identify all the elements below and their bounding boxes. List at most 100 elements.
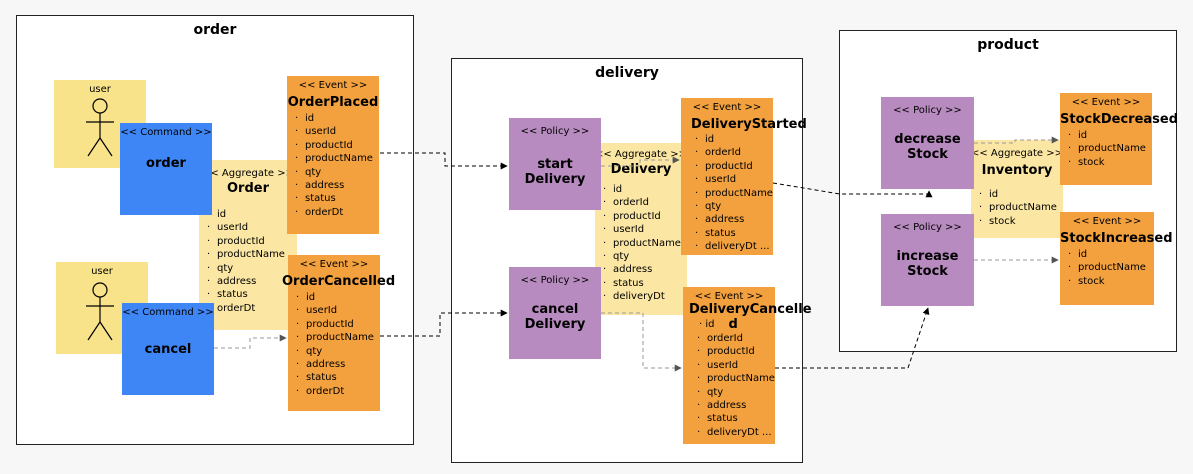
event-attributes: idorderIdproductIduserIdproductNameqtyad… bbox=[681, 133, 773, 254]
order-context-title: order bbox=[193, 22, 237, 38]
delivery-context-title: delivery bbox=[595, 65, 659, 81]
attribute-item: id bbox=[695, 133, 773, 146]
command-name: cancel bbox=[144, 342, 192, 357]
attribute-item: productId bbox=[207, 235, 297, 248]
event-stereotype: << Event >> bbox=[694, 291, 764, 302]
policy-name: decrease Stock bbox=[894, 132, 961, 162]
attribute-item: address bbox=[695, 213, 773, 226]
attribute-item: userId bbox=[207, 221, 297, 234]
attribute-item: qty bbox=[697, 386, 775, 399]
order-placed-event-sticky[interactable]: << Event >> OrderPlaced iduserIdproductI… bbox=[287, 76, 379, 234]
event-attributes: iduserIdproductIdproductNameqtyaddressst… bbox=[288, 291, 380, 398]
attribute-item: productId bbox=[697, 345, 775, 358]
stock-increased-event-sticky[interactable]: << Event >> StockIncreased idproductName… bbox=[1060, 212, 1173, 305]
policy-stereotype: << Policy >> bbox=[893, 222, 962, 233]
attribute-item: address bbox=[697, 399, 775, 412]
connector-cancel-delivery-to-deliverycancelled bbox=[601, 312, 682, 372]
attribute-item: qty bbox=[603, 250, 687, 263]
event-name: OrderPlaced bbox=[287, 95, 379, 110]
attribute-item: stock bbox=[1068, 156, 1152, 169]
policy-name: increase Stock bbox=[896, 249, 959, 279]
attribute-item: userId bbox=[603, 223, 687, 236]
order-cancelled-event-sticky[interactable]: << Event >> OrderCancelled iduserIdprodu… bbox=[282, 255, 395, 411]
attribute-item: productName bbox=[295, 152, 379, 165]
attribute-item: productName bbox=[207, 248, 297, 261]
policy-name: start Delivery bbox=[524, 157, 586, 187]
event-attributes: idproductNamestock bbox=[1060, 129, 1152, 169]
attribute-item: productId bbox=[695, 160, 773, 173]
attribute-item: address bbox=[296, 358, 380, 371]
inventory-aggregate-sticky[interactable]: << Aggregate >> Inventory idproductNames… bbox=[971, 140, 1063, 238]
user-label: user bbox=[89, 84, 111, 95]
attribute-item: qty bbox=[695, 200, 773, 213]
user-actor-icon bbox=[86, 98, 114, 157]
attribute-item: status bbox=[207, 288, 297, 301]
attribute-item: status bbox=[695, 227, 773, 240]
event-stereotype: << Event >> bbox=[1072, 216, 1142, 227]
user-actor-icon bbox=[86, 282, 114, 341]
event-name: OrderCancelled bbox=[282, 274, 396, 289]
start-delivery-policy-sticky[interactable]: << Policy >> start Delivery bbox=[509, 118, 601, 210]
event-stereotype: << Event >> bbox=[1071, 97, 1141, 108]
attribute-item: status bbox=[697, 412, 775, 425]
event-attributes: orderIdproductIduserIdproductNameqtyaddr… bbox=[683, 332, 775, 439]
aggregate-name: Order bbox=[227, 181, 269, 196]
attribute-item: deliveryDt ... bbox=[697, 426, 775, 439]
attribute-item: productName bbox=[1068, 261, 1154, 274]
order-command-sticky[interactable]: << Command >> order bbox=[120, 123, 212, 215]
order-aggregate-sticky[interactable]: << Aggregate >> Order iduserIdproductIdp… bbox=[199, 160, 297, 330]
attribute-item: deliveryDt bbox=[603, 290, 687, 303]
event-attributes: idproductNamestock bbox=[1060, 248, 1154, 288]
event-name: StockIncreased bbox=[1060, 231, 1173, 246]
cancel-delivery-policy-sticky[interactable]: << Policy >> cancel Delivery bbox=[509, 267, 601, 359]
product-context-title: product bbox=[977, 37, 1039, 53]
attribute-item: productName bbox=[695, 187, 773, 200]
policy-name: cancel Delivery bbox=[524, 302, 586, 332]
connector-start-delivery-to-deliverystarted bbox=[601, 156, 680, 167]
attribute-item: userId bbox=[695, 173, 773, 186]
event-name-line-2: d bbox=[728, 317, 738, 332]
attribute-item: orderDt bbox=[295, 206, 379, 219]
attribute-item: id bbox=[603, 183, 687, 196]
attribute-item: stock bbox=[979, 215, 1063, 228]
delivery-aggregate-sticky[interactable]: << Aggregate >> Delivery idorderIdproduc… bbox=[595, 143, 687, 315]
event-name: StockDecreased bbox=[1060, 112, 1179, 127]
cancel-command-sticky[interactable]: << Command >> cancel bbox=[122, 303, 214, 395]
attribute-item: stock bbox=[1068, 275, 1154, 288]
attribute-item: qty bbox=[207, 262, 297, 275]
delivery-cancelled-event-sticky[interactable]: << Event >> DeliveryCancelle · id d orde… bbox=[683, 287, 812, 444]
attribute-item: id bbox=[296, 291, 380, 304]
decrease-stock-policy-sticky[interactable]: << Policy >> decrease Stock bbox=[881, 97, 974, 189]
stock-decreased-event-sticky[interactable]: << Event >> StockDecreased idproductName… bbox=[1060, 93, 1179, 185]
connector-deliverycancelled-to-increase-stock bbox=[775, 307, 930, 369]
attribute-item: address bbox=[295, 179, 379, 192]
attribute-item: id bbox=[1068, 248, 1154, 261]
policy-stereotype: << Policy >> bbox=[520, 126, 590, 137]
aggregate-stereotype: << Aggregate >> bbox=[201, 168, 294, 179]
attribute-item: deliveryDt ... bbox=[695, 240, 773, 253]
attribute-item: userId bbox=[296, 304, 380, 317]
attribute-item: orderDt bbox=[207, 302, 297, 315]
aggregate-attributes: iduserIdproductIdproductNameqtyaddressst… bbox=[199, 208, 297, 315]
attribute-item: productName bbox=[1068, 142, 1152, 155]
delivery-started-event-sticky[interactable]: << Event >> DeliveryStarted idorderIdpro… bbox=[681, 98, 807, 255]
attribute-item: orderId bbox=[695, 146, 773, 159]
attribute-item: status bbox=[295, 192, 379, 205]
attribute-item: productId bbox=[295, 139, 379, 152]
event-first-attribute: · id bbox=[699, 319, 715, 330]
attribute-item: qty bbox=[296, 345, 380, 358]
attribute-item: id bbox=[207, 208, 297, 221]
command-name: order bbox=[146, 156, 186, 171]
increase-stock-policy-sticky[interactable]: << Policy >> increase Stock bbox=[881, 214, 974, 306]
aggregate-name: Inventory bbox=[981, 163, 1053, 178]
connector-deliverystarted-to-decrease-stock bbox=[772, 182, 933, 198]
attribute-item: productId bbox=[296, 318, 380, 331]
event-attributes: iduserIdproductIdproductNameqtyaddressst… bbox=[287, 112, 379, 219]
attribute-item: productName bbox=[296, 331, 380, 344]
attribute-item: id bbox=[295, 112, 379, 125]
attribute-item: productName bbox=[697, 372, 775, 385]
connector-ordercancelled-to-cancel-delivery bbox=[380, 309, 508, 337]
attribute-item: productName bbox=[603, 237, 687, 250]
attribute-item: userId bbox=[697, 359, 775, 372]
